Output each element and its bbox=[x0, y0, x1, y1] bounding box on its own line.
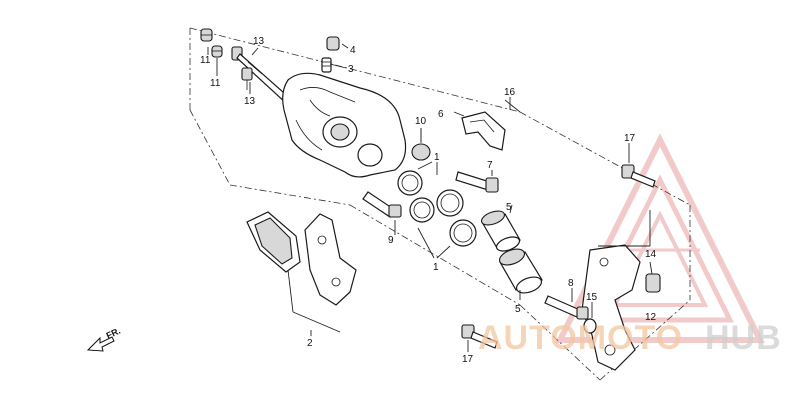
part-13-pin-upper bbox=[231, 46, 293, 105]
callout-10: 10 bbox=[415, 116, 427, 127]
part-1-seal-ring-d bbox=[449, 219, 477, 247]
part-16-bracket-outline bbox=[504, 99, 521, 113]
part-13-pin-lower bbox=[241, 67, 253, 90]
part-7-pin-bolt bbox=[455, 171, 499, 193]
callout-6: 6 bbox=[438, 109, 444, 120]
part-15-boot bbox=[583, 318, 597, 334]
part-11-boot-upper bbox=[200, 28, 213, 42]
callout-17-upper: 17 bbox=[624, 133, 636, 144]
callout-4: 4 bbox=[350, 45, 356, 56]
callout-2: 2 bbox=[307, 338, 313, 349]
callout-labels: 11 11 13 13 4 3 6 16 10 1 7 5 9 1 5 2 8 … bbox=[200, 36, 657, 365]
callout-12: 12 bbox=[645, 312, 657, 323]
front-direction-arrow: FR. bbox=[86, 326, 122, 352]
part-1-seal-ring-c bbox=[409, 197, 435, 223]
callout-13-upper: 13 bbox=[253, 36, 265, 47]
callout-7: 7 bbox=[487, 160, 493, 171]
callout-16: 16 bbox=[504, 87, 516, 98]
callout-17-lower: 17 bbox=[462, 354, 474, 365]
part-17-bolt-upper bbox=[621, 164, 656, 188]
part-5-piston-upper bbox=[480, 210, 521, 252]
callout-9: 9 bbox=[388, 235, 394, 246]
callout-8: 8 bbox=[568, 278, 574, 289]
callout-1-lower: 1 bbox=[433, 262, 439, 273]
watermark-part1: AUTOMOTO bbox=[478, 319, 683, 357]
caliper-body bbox=[282, 72, 407, 178]
callout-15: 15 bbox=[586, 292, 598, 303]
part-17-bolt-lower bbox=[461, 324, 498, 349]
callout-5-upper: 5 bbox=[506, 202, 512, 213]
part-1-seal-ring-b bbox=[436, 189, 464, 217]
part-14-sleeve bbox=[645, 273, 661, 293]
callout-5-lower: 5 bbox=[515, 304, 521, 315]
callout-14: 14 bbox=[645, 249, 657, 260]
callout-11-upper: 11 bbox=[200, 55, 211, 66]
direction-label: FR. bbox=[105, 326, 122, 341]
callout-13-lower: 13 bbox=[244, 96, 256, 107]
part-2-brake-pad-inner bbox=[246, 211, 301, 273]
callout-3: 3 bbox=[348, 64, 354, 75]
part-6-pad-spring bbox=[461, 111, 506, 151]
part-3-bleeder-screw bbox=[321, 57, 332, 73]
part-1-seal-ring-a bbox=[397, 170, 423, 196]
part-2-brake-pad-outer bbox=[304, 213, 357, 306]
caliper-group-frame bbox=[189, 27, 691, 381]
watermark-text: AUTOMOTO HUB bbox=[478, 319, 782, 357]
part-11-boot-lower bbox=[211, 45, 223, 58]
watermark-part2: HUB bbox=[705, 319, 782, 357]
part-4-bleeder-cap bbox=[326, 36, 340, 51]
callout-1-upper: 1 bbox=[434, 152, 440, 163]
part-5-piston-lower bbox=[499, 248, 543, 294]
part-9-caliper-bolt bbox=[362, 191, 402, 218]
part-8-pin-bolt bbox=[544, 295, 589, 320]
leader-lines bbox=[207, 43, 653, 352]
callout-11-lower: 11 bbox=[210, 78, 221, 89]
